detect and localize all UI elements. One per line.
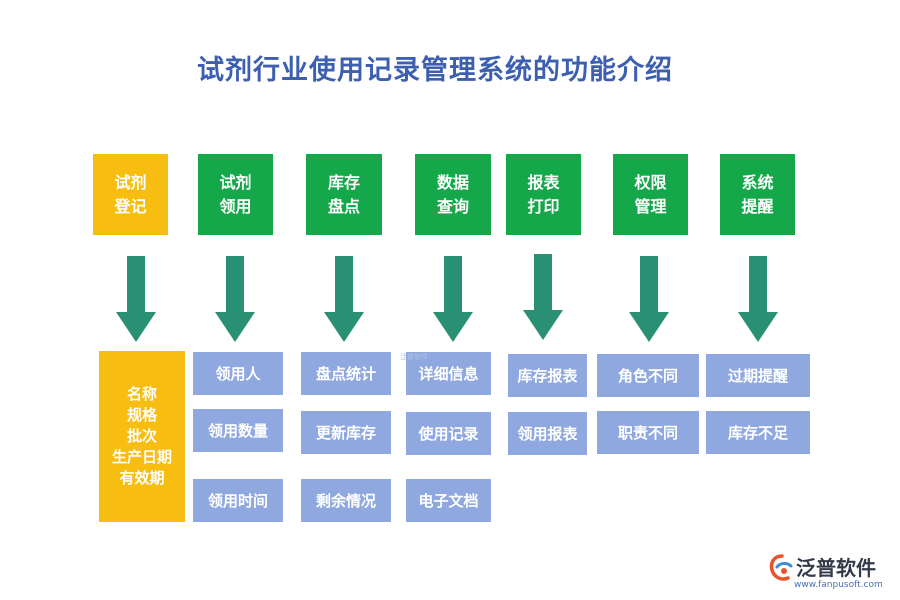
down-arrow-icon (629, 256, 669, 342)
item-requisition-person: 领用人 (193, 352, 283, 395)
heading-data-query: 数据 查询 (415, 154, 491, 235)
item-low-stock: 库存不足 (706, 411, 810, 454)
registration-fields-box: 名称 规格 批次 生产日期 有效期 (99, 351, 185, 522)
item-update-inventory: 更新库存 (301, 411, 391, 454)
down-arrow-icon (324, 256, 364, 342)
item-requisition-quantity: 领用数量 (193, 409, 283, 452)
down-arrow-icon (738, 256, 778, 342)
brand-name: 泛普软件 (796, 556, 876, 580)
item-different-duties: 职责不同 (597, 411, 699, 454)
heading-report-print: 报表 打印 (506, 154, 581, 235)
item-inventory-report: 库存报表 (508, 354, 587, 397)
down-arrow-icon (523, 254, 563, 340)
item-requisition-time: 领用时间 (193, 479, 283, 522)
item-electronic-docs: 电子文档 (406, 479, 491, 522)
brand-logo-icon (769, 554, 793, 581)
down-arrow-icon (215, 256, 255, 342)
heading-reagent-requisition: 试剂 领用 (198, 154, 273, 235)
item-different-roles: 角色不同 (597, 354, 699, 397)
brand-url: www.fanpusoft.com (794, 580, 883, 590)
down-arrow-icon (433, 256, 473, 342)
down-arrow-icon (116, 256, 156, 342)
heading-reagent-registration: 试剂 登记 (93, 154, 168, 235)
item-requisition-report: 领用报表 (508, 412, 587, 455)
item-remaining-status: 剩余情况 (301, 479, 391, 522)
brand-logo: 泛普软件 www.fanpusoft.com (768, 552, 893, 596)
page-title: 试剂行业使用记录管理系统的功能介绍 (197, 55, 673, 86)
heading-system-reminder: 系统 提醒 (720, 154, 795, 235)
item-detail-info: 详细信息 (406, 352, 491, 395)
heading-inventory-check: 库存 盘点 (306, 154, 382, 235)
item-usage-record: 使用记录 (406, 412, 491, 455)
item-expiry-reminder: 过期提醒 (706, 354, 810, 397)
watermark: 泛普软件 (400, 353, 428, 361)
heading-permission-management: 权限 管理 (613, 154, 688, 235)
item-inventory-statistics: 盘点统计 (301, 352, 391, 395)
